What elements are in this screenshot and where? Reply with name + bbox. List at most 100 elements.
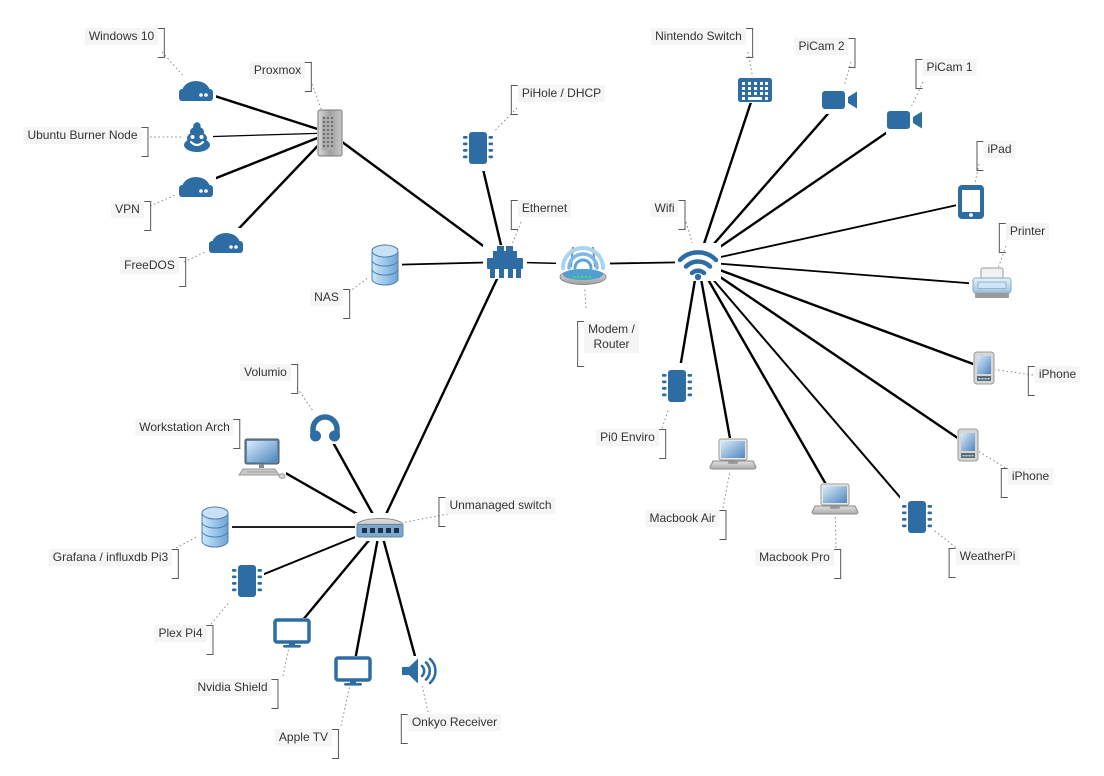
- label-connector-ethernet: [504, 221, 522, 263]
- node-picam1[interactable]: [886, 106, 924, 134]
- label-text: PiCam 1: [922, 59, 977, 76]
- label-text: NAS: [310, 289, 343, 306]
- label-connector-nvidiashield: [282, 632, 293, 677]
- label-bracket-left: [577, 321, 585, 367]
- label-text: Proxmox: [249, 62, 306, 79]
- label-bracket-right: [143, 201, 151, 231]
- chip-icon: [232, 565, 262, 597]
- node-wifi[interactable]: [675, 243, 721, 281]
- speaker-icon: [402, 657, 437, 685]
- ethernet-plug-icon: [487, 246, 523, 278]
- edge-wifi-picam2: [697, 99, 841, 263]
- node-nas[interactable]: [368, 243, 402, 287]
- node-proxmox[interactable]: [317, 109, 343, 157]
- label-text: Nvidia Shield: [193, 679, 272, 696]
- label-iphone2: iPhone: [1000, 468, 1054, 498]
- tablet-icon: [958, 185, 984, 219]
- label-ubuntu: Ubuntu Burner Node: [23, 127, 149, 157]
- database-icon: [201, 506, 229, 548]
- label-ethernet: Ethernet: [510, 200, 572, 230]
- node-macbookair[interactable]: [708, 438, 758, 472]
- label-bracket-left: [1027, 366, 1035, 396]
- label-bracket-right: [178, 257, 186, 287]
- label-bracket-left: [510, 85, 518, 115]
- label-text: Nintendo Switch: [651, 28, 746, 45]
- label-text: iPad: [983, 141, 1016, 158]
- edge-uswitch-onkyo: [378, 526, 421, 672]
- node-onkyo[interactable]: [400, 656, 438, 686]
- node-ubuntu[interactable]: [181, 121, 213, 153]
- edge-wifi-picam1: [697, 119, 906, 263]
- node-freedos[interactable]: [206, 228, 246, 256]
- label-text: Onkyo Receiver: [407, 714, 502, 731]
- label-text: Windows 10: [84, 28, 159, 45]
- label-bracket-right: [658, 429, 666, 459]
- node-macbookpro[interactable]: [810, 483, 860, 517]
- label-bracket-left: [1000, 468, 1008, 498]
- appliance-icon: [179, 177, 213, 197]
- label-macbookpro: Macbook Pro: [755, 549, 841, 579]
- edge-wifi-iphone2: [697, 261, 969, 446]
- label-bracket-right: [206, 625, 214, 655]
- node-nvidiashield[interactable]: [273, 618, 311, 648]
- node-uswitch[interactable]: [355, 513, 405, 541]
- monitor-icon: [334, 656, 372, 686]
- node-grafana[interactable]: [198, 505, 232, 549]
- label-connector-nas: [348, 264, 386, 293]
- label-macbookair: Macbook Air: [645, 510, 727, 540]
- label-text: Apple TV: [274, 729, 333, 746]
- label-weatherpi: WeatherPi: [948, 548, 1020, 578]
- node-plexpi4[interactable]: [230, 558, 264, 604]
- label-proxmox: Proxmox: [249, 62, 313, 92]
- edge-wifi-iphone1: [697, 260, 985, 370]
- video-camera-icon: [887, 111, 922, 129]
- label-bracket-right: [141, 127, 149, 157]
- edge-uswitch-volumio: [323, 427, 382, 528]
- label-bracket-right: [833, 549, 841, 579]
- edge-uswitch-appletv: [351, 526, 382, 672]
- node-printer[interactable]: [969, 267, 1015, 303]
- node-pihole[interactable]: [461, 125, 495, 171]
- node-vpn[interactable]: [176, 172, 216, 200]
- edge-proxmox-ubuntu: [196, 132, 331, 138]
- appliance-icon: [179, 81, 213, 101]
- smartphone-icon: [973, 351, 995, 385]
- node-volumio[interactable]: [308, 412, 342, 444]
- edge-wifi-macbookpro: [696, 261, 837, 501]
- node-picam2[interactable]: [821, 86, 859, 114]
- laptop-icon: [811, 483, 859, 515]
- label-bracket-left: [976, 141, 984, 171]
- node-modem[interactable]: [556, 241, 610, 287]
- node-ipad[interactable]: [956, 184, 986, 220]
- label-text: Volumio: [240, 364, 291, 381]
- node-ethernet[interactable]: [483, 245, 527, 279]
- label-text: Plex Pi4: [154, 625, 207, 642]
- node-iphone1[interactable]: [973, 351, 995, 385]
- node-nintendo[interactable]: [737, 77, 773, 103]
- label-text: PiHole / DHCP: [517, 85, 606, 102]
- label-text: Macbook Air: [645, 510, 720, 527]
- label-volumio: Volumio: [240, 364, 298, 394]
- edge-proxmox-windows10: [195, 88, 331, 135]
- label-grafana: Grafana / influxdb Pi3: [48, 549, 180, 579]
- database-icon: [371, 244, 399, 286]
- label-freedos: FreeDOS: [120, 257, 186, 287]
- node-workstation[interactable]: [236, 438, 286, 480]
- node-iphone2[interactable]: [957, 428, 979, 462]
- edge-wifi-printer: [697, 261, 993, 286]
- label-pihole: PiHole / DHCP: [510, 85, 606, 115]
- label-connector-uswitch: [379, 513, 449, 528]
- node-pi0enviro[interactable]: [660, 363, 694, 409]
- node-windows10[interactable]: [176, 76, 216, 104]
- edge-proxmox-ethernet: [329, 132, 506, 263]
- node-weatherpi[interactable]: [900, 494, 934, 540]
- label-text: Wifi: [650, 200, 679, 217]
- label-bracket-right: [342, 289, 350, 319]
- label-text: Modem / Router: [584, 321, 639, 353]
- node-appletv[interactable]: [334, 656, 372, 686]
- label-text: VPN: [111, 201, 144, 218]
- label-bracket-right: [332, 729, 340, 759]
- label-iphone1: iPhone: [1027, 366, 1081, 396]
- edge-proxmox-freedos: [225, 132, 331, 243]
- switch-icon: [356, 518, 404, 538]
